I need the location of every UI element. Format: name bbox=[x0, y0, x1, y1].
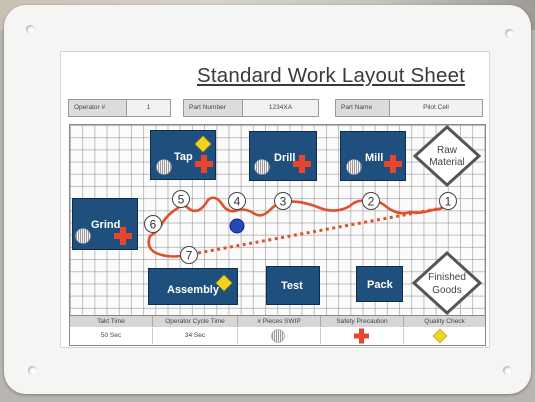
raw-material-diamond bbox=[412, 124, 482, 188]
finished-goods-label-1: Finished bbox=[428, 272, 466, 283]
step-label-7: 7 bbox=[186, 249, 193, 263]
station-assembly-label: Assembly bbox=[167, 284, 219, 296]
part-name-field: Part Name Pilot Cell bbox=[335, 99, 483, 117]
mounting-hole bbox=[28, 366, 37, 375]
mounting-hole bbox=[505, 29, 514, 38]
legend-table: Takt Time Operator Cycle Time # Pieces S… bbox=[69, 315, 486, 346]
wip-marker bbox=[229, 218, 245, 234]
step-circle-7 bbox=[180, 246, 198, 264]
operator-field: Operator # 1 bbox=[68, 99, 171, 117]
legend-header-takt: Takt Time bbox=[70, 316, 153, 327]
quality-legend-icon bbox=[432, 328, 448, 344]
step-label-5: 5 bbox=[178, 193, 185, 207]
station-mill-label: Mill bbox=[365, 152, 384, 164]
step-label-6: 6 bbox=[150, 218, 157, 232]
quality-check-icon bbox=[215, 274, 233, 292]
station-test-label: Test bbox=[281, 280, 303, 292]
step-label-4: 4 bbox=[234, 195, 241, 209]
legend-swip-symbol bbox=[238, 328, 321, 344]
legend-header-safety: Safety Precaution bbox=[321, 316, 404, 327]
return-path bbox=[197, 206, 443, 255]
part-number-field: Part Number 1234XA bbox=[183, 99, 319, 117]
swip-icon bbox=[346, 159, 362, 175]
part-name-label: Part Name bbox=[336, 100, 390, 116]
step-circle-5 bbox=[172, 190, 190, 208]
step-circle-3 bbox=[274, 192, 292, 210]
swip-legend-icon bbox=[271, 329, 285, 343]
legend-takt-value: 50 Sec bbox=[70, 328, 153, 344]
step-circle-2 bbox=[362, 192, 380, 210]
step-circle-4 bbox=[228, 192, 246, 210]
station-pack-label: Pack bbox=[367, 279, 393, 291]
station-grind-label: Grind bbox=[91, 219, 121, 231]
legend-safety-symbol bbox=[321, 328, 404, 344]
station-test: Test bbox=[266, 266, 320, 305]
station-tap-label: Tap bbox=[174, 151, 193, 163]
station-drill-label: Drill bbox=[274, 152, 296, 164]
finished-goods-label-2: Goods bbox=[432, 285, 461, 296]
legend-cycle-value: 34 Sec bbox=[153, 328, 238, 344]
safety-cross-icon bbox=[293, 155, 311, 173]
swip-icon bbox=[254, 159, 270, 175]
raw-material-label-2: Material bbox=[429, 157, 465, 168]
step-label-2: 2 bbox=[368, 195, 375, 209]
swip-icon bbox=[156, 159, 172, 175]
safety-cross-icon bbox=[114, 227, 132, 245]
operator-path bbox=[178, 196, 450, 217]
legend-header-swip: # Pieces SWIP bbox=[238, 316, 321, 327]
operator-path bbox=[147, 206, 182, 258]
safety-legend-icon bbox=[354, 328, 369, 344]
finished-goods-diamond bbox=[411, 250, 483, 316]
safety-cross-icon bbox=[195, 155, 213, 173]
legend-icons bbox=[271, 328, 448, 344]
raw-material-label-1: Raw bbox=[437, 145, 458, 156]
step-circle-6 bbox=[144, 215, 162, 233]
legend-header-cycle: Operator Cycle Time bbox=[153, 316, 238, 327]
part-number-value: 1234XA bbox=[243, 100, 318, 116]
sheet-title: Standard Work Layout Sheet bbox=[197, 64, 466, 87]
swip-icon bbox=[75, 228, 91, 244]
mounting-hole bbox=[26, 25, 35, 34]
part-number-label: Part Number bbox=[184, 100, 243, 116]
safety-cross-icon bbox=[384, 155, 402, 173]
operator-label: Operator # bbox=[69, 100, 127, 116]
quality-check-icon bbox=[194, 135, 212, 153]
step-circle-1 bbox=[439, 192, 457, 210]
part-name-value: Pilot Cell bbox=[390, 100, 482, 116]
step-label-1: 1 bbox=[445, 195, 452, 209]
station-assembly: Assembly bbox=[148, 268, 238, 305]
legend-header-quality: Quality Check bbox=[404, 316, 485, 327]
step-label-3: 3 bbox=[280, 195, 287, 209]
station-pack: Pack bbox=[356, 266, 403, 302]
mounting-hole bbox=[503, 366, 512, 375]
operator-value: 1 bbox=[127, 100, 170, 116]
